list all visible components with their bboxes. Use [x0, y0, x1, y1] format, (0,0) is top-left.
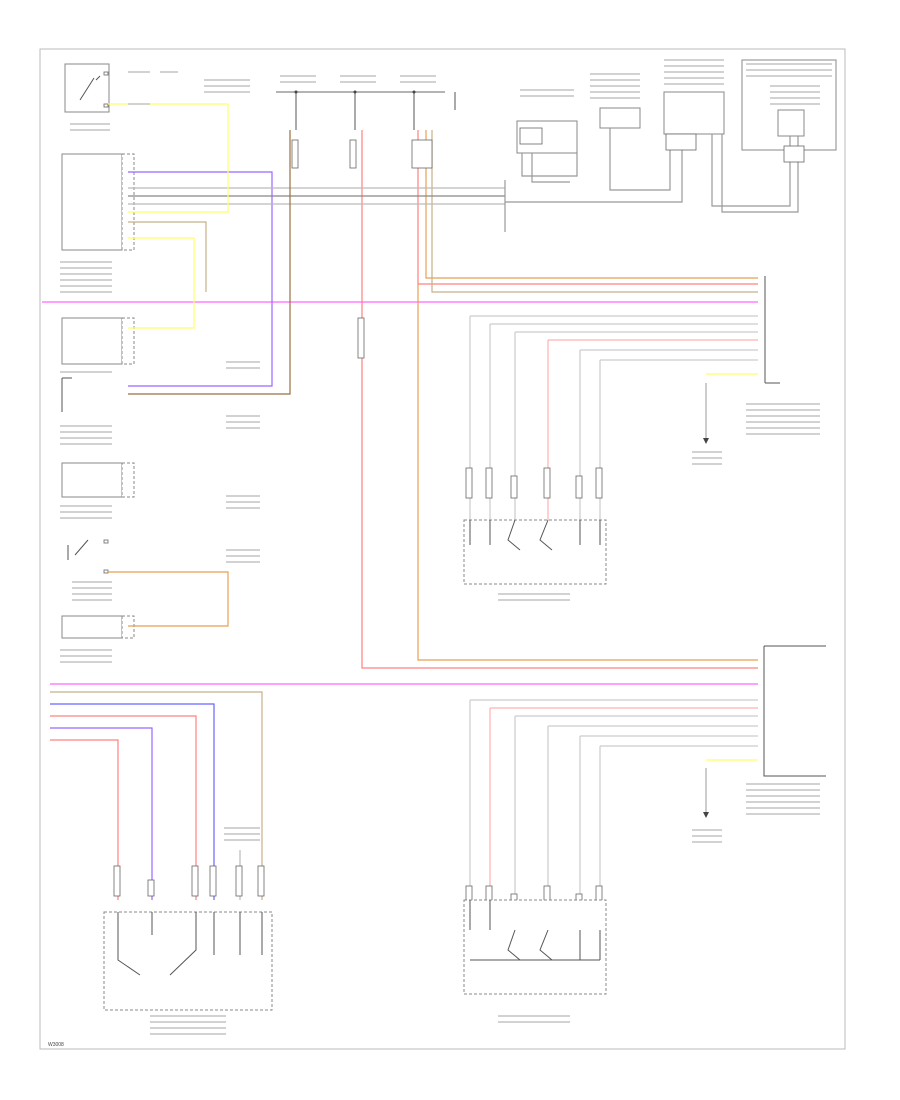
upper-connector-block	[764, 276, 780, 384]
passenger-door-window-switch	[103, 911, 273, 1011]
lower-connector-block	[763, 645, 826, 777]
clock-spring	[61, 377, 72, 412]
right-rear-door-module	[741, 59, 837, 151]
inline-connectors	[113, 127, 805, 917]
wire-yellow-trunk	[108, 103, 229, 213]
rear-window-defroster-switch	[61, 462, 135, 498]
wire-brown-driver	[128, 130, 291, 395]
diagram-frame	[39, 48, 846, 1050]
trunk-release-switch	[64, 63, 110, 113]
fuse-block	[276, 90, 456, 130]
central-locking-module	[599, 107, 641, 129]
driver-door-control-module	[61, 153, 135, 251]
left-rear-window-switch	[463, 899, 607, 995]
left-rear-door-module	[663, 91, 725, 135]
label-stubs	[60, 59, 832, 1035]
ground-point-upper	[703, 383, 709, 444]
wire-orange-fuse-lower	[417, 284, 758, 661]
passenger-door-wires	[50, 691, 263, 900]
ground-point-lower	[703, 768, 709, 818]
vehicle-electrical-system-module	[61, 615, 135, 639]
wire-red-fuse-upper	[417, 130, 758, 285]
lower-switch-wires	[469, 699, 758, 900]
wire-violet-driver	[128, 171, 273, 387]
brake-light-switch	[61, 317, 135, 365]
wire-orange-lid	[108, 571, 229, 627]
wire-yellow-driver	[128, 237, 195, 329]
footer-code: W3008	[48, 1042, 64, 1048]
module-interconnect-wires	[504, 128, 799, 232]
wire-red-fuse-lower	[361, 130, 758, 669]
wire-tan-bus-upper	[431, 130, 758, 293]
wire-orange-fuse-upper	[425, 130, 758, 279]
front-lid-switch	[67, 539, 109, 574]
right-rear-window-switch	[463, 519, 607, 585]
wire-tan-driver	[128, 221, 207, 292]
